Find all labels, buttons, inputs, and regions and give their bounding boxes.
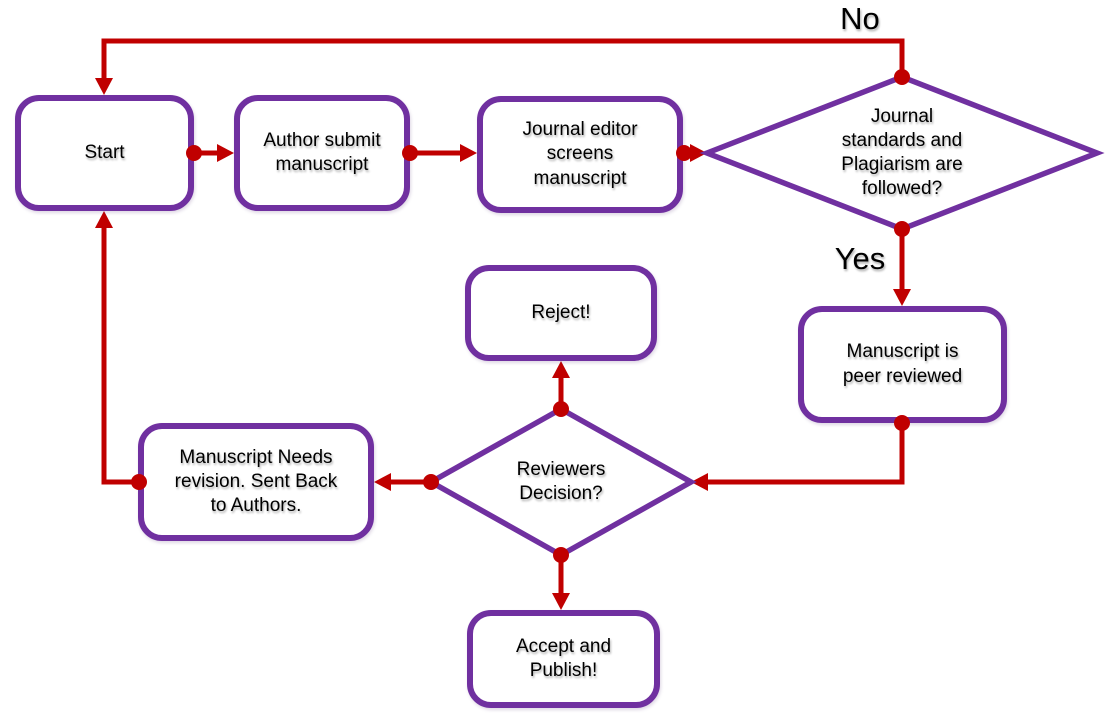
- connector-start-author: [194, 144, 234, 162]
- node-standards-check-label: Journal standards and Plagiarism are fol…: [841, 105, 963, 200]
- arrowhead-right-icon: [690, 144, 707, 162]
- arrowhead-right-icon: [217, 144, 234, 162]
- connector-dot: [423, 474, 439, 490]
- node-reviewers-decision-label: Reviewers Decision?: [516, 458, 606, 504]
- arrowhead-left-icon: [691, 473, 708, 491]
- arrowhead-left-icon: [374, 473, 391, 491]
- node-author-submit: Author submit manuscript: [234, 95, 410, 211]
- arrowhead-up-icon: [552, 361, 570, 378]
- node-peer-review: Manuscript is peer reviewed: [798, 306, 1007, 423]
- connector-decision2-revision: [374, 473, 431, 491]
- connector-peer-decision2: [691, 423, 905, 491]
- edge-label-yes: Yes: [834, 241, 886, 276]
- arrowhead-right-icon: [460, 144, 477, 162]
- connector-decision2-accept: [552, 555, 570, 610]
- node-reject: Reject!: [465, 265, 657, 361]
- arrowhead-down-icon: [552, 593, 570, 610]
- node-start: Start: [15, 95, 194, 211]
- node-revision: Manuscript Needs revision. Sent Back to …: [138, 423, 374, 541]
- arrowhead-down-icon: [95, 78, 113, 95]
- connector-editor-decision1: [683, 144, 707, 162]
- connector-revision-start: [95, 211, 138, 485]
- connector-dot: [894, 221, 910, 237]
- arrowhead-down-icon: [893, 289, 911, 306]
- connector-dot: [553, 401, 569, 417]
- node-editor-screens: Journal editor screens manuscript: [477, 96, 683, 213]
- connector-no-loop: [95, 38, 905, 95]
- connector-author-editor: [410, 144, 477, 162]
- arrowhead-up-icon: [95, 211, 113, 228]
- edge-label-no: No: [840, 1, 880, 36]
- connector-decision2-reject: [552, 361, 570, 409]
- node-accept: Accept and Publish!: [467, 610, 660, 708]
- connector-dot: [553, 547, 569, 563]
- connector-dot: [894, 69, 910, 85]
